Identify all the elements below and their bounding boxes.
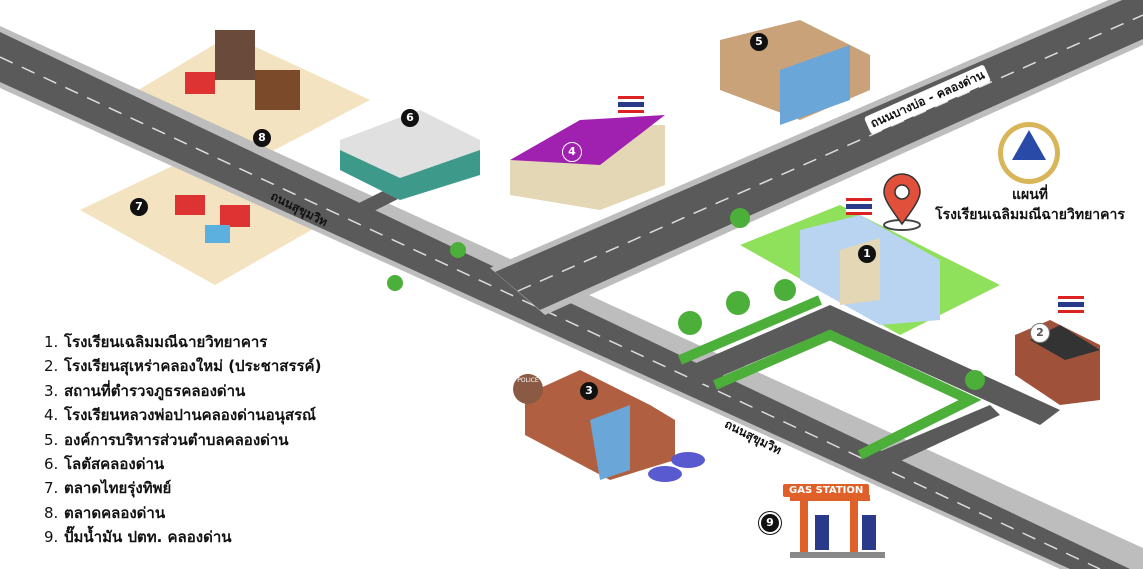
legend-label: โรงเรียนเฉลิมมณีฉายวิทยาคาร — [64, 333, 268, 351]
building-6-lotus — [340, 110, 480, 200]
legend-item: 9. ปั๊มน้ำมัน ปตท. คลองด่าน — [44, 525, 321, 549]
legend-label: โรงเรียนสุเหร่าคลองใหม่ (ประชาสรรค์) — [64, 357, 322, 376]
legend-label: ตลาดคลองด่าน — [64, 503, 166, 522]
legend-label: โลตัสคลองด่าน — [64, 455, 165, 474]
legend-label: ตลาดไทยรุ่งทิพย์ — [64, 479, 172, 498]
building-1-school — [800, 215, 940, 325]
map-marker-7[interactable]: 7 — [130, 198, 148, 216]
market-8-plaza — [130, 35, 370, 155]
legend-number: 3. — [44, 381, 59, 400]
legend-number: 7. — [44, 479, 59, 498]
map-marker-8[interactable]: 8 — [253, 129, 271, 147]
legend-item: 3. สถานที่ตำรวจภูธรคลองด่าน — [44, 379, 321, 403]
legend-number: 6. — [44, 455, 59, 474]
building-5-office — [720, 20, 870, 125]
road-school — [680, 305, 1060, 425]
legend-item: 6. โลตัสคลองด่าน — [44, 452, 321, 476]
legend-number: 4. — [44, 406, 59, 425]
legend-number: 9. — [44, 528, 59, 547]
school-logo — [998, 122, 1060, 184]
legend-item: 2. โรงเรียนสุเหร่าคลองใหม่ (ประชาสรรค์) — [44, 354, 321, 378]
gas-station — [790, 495, 885, 558]
legend: 1. โรงเรียนเฉลิมมณีฉายวิทยาคาร 2. โรงเรียน… — [44, 330, 321, 550]
map-title: แผนที่ โรงเรียนเฉลิมมณีฉายวิทยาคาร — [920, 185, 1140, 225]
legend-number: 1. — [44, 333, 59, 351]
legend-label: โรงเรียนหลวงพ่อปานคลองด่านอนุสรณ์ — [64, 406, 316, 425]
map-marker-3[interactable]: 3 — [580, 382, 598, 400]
building-2-school — [1015, 320, 1100, 405]
market-7-plaza — [80, 160, 320, 285]
map-marker-9[interactable]: 9 — [759, 512, 781, 534]
legend-number: 2. — [44, 357, 59, 376]
legend-item: 8. ตลาดคลองด่าน — [44, 501, 321, 525]
map-title-line2: โรงเรียนเฉลิมมณีฉายวิทยาคาร — [935, 207, 1125, 223]
map-marker-6[interactable]: 6 — [401, 109, 419, 127]
legend-label: ปั๊มน้ำมัน ปตท. คลองด่าน — [64, 528, 232, 547]
legend-item: 1. โรงเรียนเฉลิมมณีฉายวิทยาคาร — [44, 330, 321, 354]
legend-number: 5. — [44, 430, 59, 449]
map-marker-2[interactable]: 2 — [1030, 323, 1050, 343]
map-marker-4[interactable]: 4 — [562, 142, 582, 162]
map-marker-1[interactable]: 1 — [858, 245, 876, 263]
building-4-school — [510, 115, 665, 210]
legend-label: องค์การบริหารส่วนตำบลคลองด่าน — [64, 430, 289, 449]
map-title-line1: แผนที่ — [1011, 187, 1049, 203]
location-pin-icon — [883, 173, 921, 231]
thai-flags — [618, 96, 1084, 313]
legend-item: 4. โรงเรียนหลวงพ่อปานคลองด่านอนุสรณ์ — [44, 403, 321, 427]
market-stalls — [175, 30, 300, 243]
legend-item: 7. ตลาดไทยรุ่งทิพย์ — [44, 476, 321, 500]
police-badge: POLICE — [513, 374, 543, 404]
gas-station-sign: GAS STATION — [783, 484, 870, 497]
legend-item: 5. องค์การบริหารส่วนตำบลคลองด่าน — [44, 428, 321, 452]
legend-number: 8. — [44, 503, 59, 522]
building-3-police — [525, 370, 675, 480]
legend-label: สถานที่ตำรวจภูธรคลองด่าน — [64, 381, 246, 400]
map-marker-5[interactable]: 5 — [750, 33, 768, 51]
